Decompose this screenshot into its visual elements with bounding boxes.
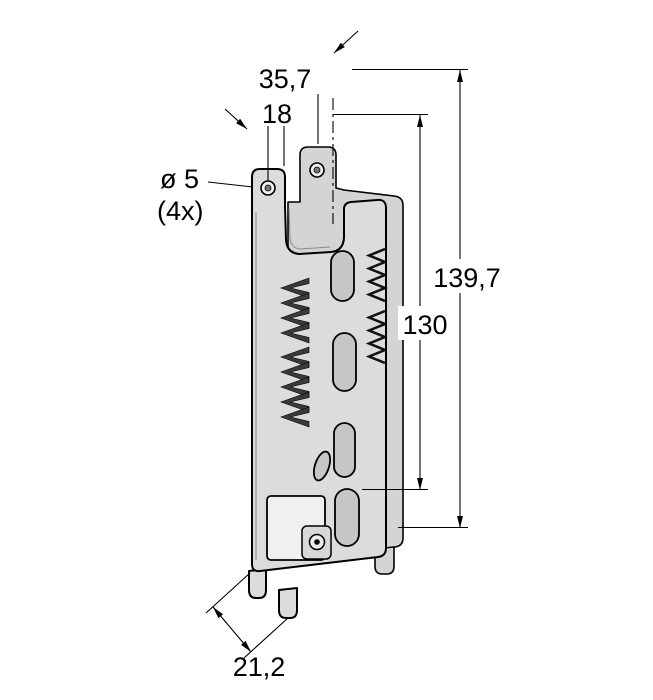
dim-top-width-label: 35,7 <box>259 64 312 94</box>
slot-4 <box>334 488 360 547</box>
dim-depth-label: 21,2 <box>233 652 286 682</box>
extension-line <box>205 572 251 614</box>
bracket-front-flange <box>248 168 387 619</box>
dimension-arrow <box>457 516 463 528</box>
louver-chevron <box>280 361 310 383</box>
dimension-arrow <box>417 115 423 127</box>
louver-chevron <box>280 277 310 299</box>
louver-chevron <box>280 307 310 329</box>
mounting-hole-top-back-center <box>313 166 321 174</box>
dimension-arrow <box>241 640 251 652</box>
dim-depth: 21,2 <box>205 572 289 682</box>
dim-overall-height: 139,7 <box>352 68 504 529</box>
mounting-hole-top-front-center <box>264 184 272 192</box>
dimension-arrow <box>457 70 463 82</box>
front-foot-left <box>248 568 267 599</box>
label-mask <box>432 259 504 293</box>
serration-chevron <box>365 322 386 339</box>
serration-chevron <box>365 247 386 264</box>
top-extension-lines <box>224 30 359 224</box>
hole-callout: ø 5 (4x) <box>157 164 254 226</box>
louver-chevron <box>280 406 310 428</box>
louver-chevron <box>280 376 310 398</box>
front-foot-tab <box>278 587 298 619</box>
slot-1 <box>330 250 355 302</box>
hole-diameter-label: ø 5 <box>160 164 199 194</box>
serration-chevron <box>365 260 386 277</box>
dim-hole-spacing: 130 <box>333 113 452 491</box>
dim-hole-offset-label: 18 <box>262 99 292 129</box>
serration-chevron <box>365 309 386 326</box>
dimension-arrow <box>417 478 423 490</box>
dimension-arrow <box>334 42 345 53</box>
serration-chevrons-right <box>365 247 386 365</box>
mounting-hole-bottom-center <box>314 539 320 545</box>
louver-chevron <box>280 346 310 368</box>
serration-chevron <box>365 335 386 352</box>
slot-small-oval <box>312 450 332 482</box>
louver-chevrons-left <box>280 277 310 428</box>
louver-chevron <box>280 292 310 314</box>
serration-chevron <box>365 286 386 303</box>
dim-hole-spacing-label: 130 <box>402 310 447 340</box>
notch-inner-edge <box>288 207 331 250</box>
hole-count-label: (4x) <box>157 196 204 226</box>
serration-chevron <box>365 273 386 290</box>
bottom-window <box>266 495 332 561</box>
dimension-arrow <box>213 607 223 619</box>
leader-line <box>207 181 254 188</box>
slot-3 <box>333 422 356 478</box>
dim-overall-height-label: 139,7 <box>433 263 501 293</box>
label-mask <box>398 306 452 340</box>
louver-chevron <box>280 391 310 413</box>
louver-chevron <box>280 322 310 344</box>
serration-chevron <box>365 348 386 365</box>
dimension-arrow <box>236 118 247 129</box>
slot-cutouts <box>312 250 360 547</box>
extension-line <box>243 617 289 659</box>
slot-2 <box>332 332 357 392</box>
